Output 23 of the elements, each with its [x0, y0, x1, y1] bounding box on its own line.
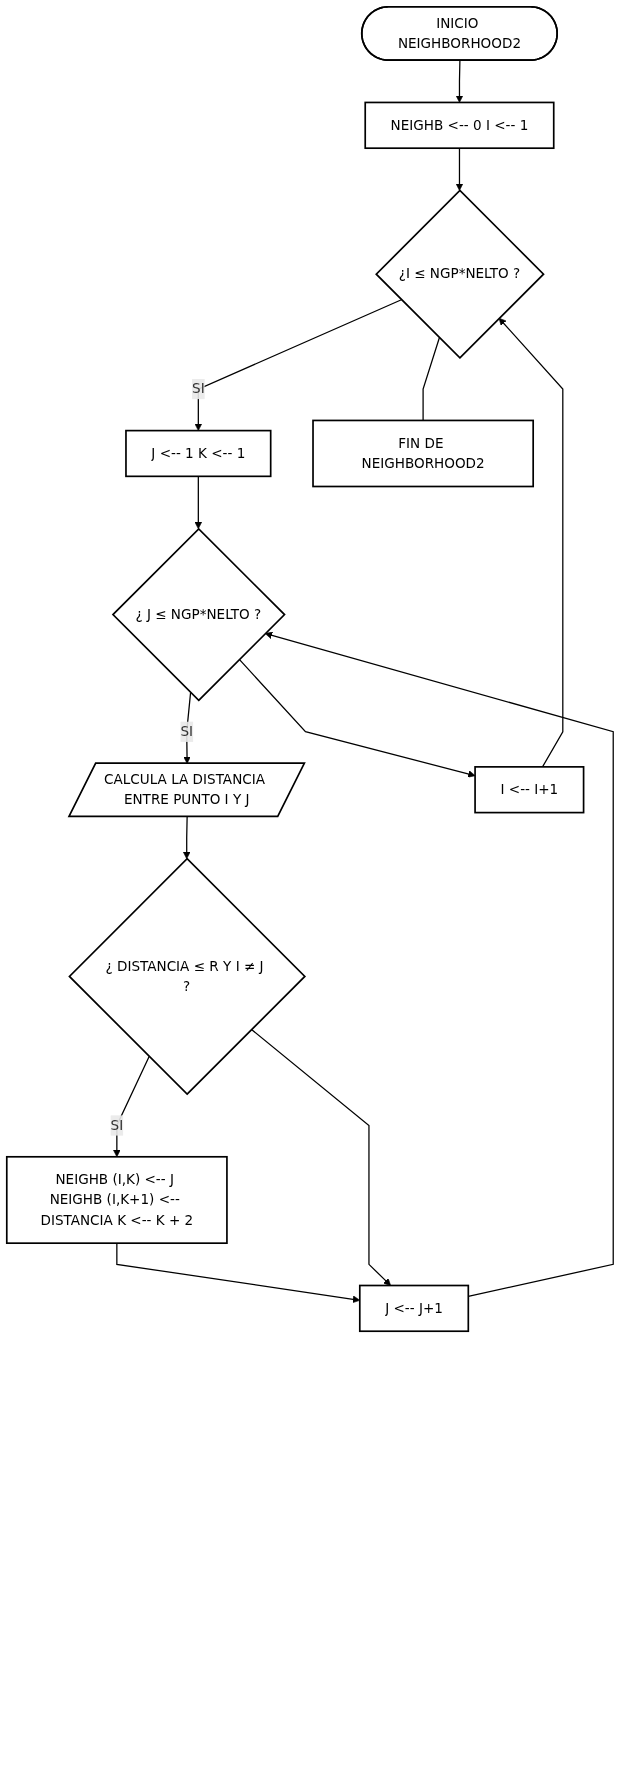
edge-label: SI — [192, 380, 205, 397]
arrow — [455, 147, 464, 191]
arrow — [194, 475, 203, 530]
node-diamond: ¿ J ≤ NGP*NELTO ? — [111, 527, 286, 702]
node-diamond: ¿ DISTANCIA ≤ R Y I ≠ J ? — [68, 857, 307, 1096]
node-box: J <-- 1 K <-- 1 — [125, 429, 272, 478]
arrow — [194, 299, 403, 431]
node-box: NEIGHB <-- 0 I <-- 1 — [364, 101, 555, 150]
arrow — [264, 631, 614, 1297]
arrow — [498, 317, 564, 768]
arrow — [183, 816, 191, 860]
arrow — [238, 658, 476, 778]
node-box: NEIGHB (I,K) <-- J NEIGHB (I,K+1) <-- DISTANCIA K <-- K + 2 — [5, 1155, 228, 1244]
edge-label: SI — [180, 723, 194, 740]
edge-label: SI — [110, 1117, 124, 1134]
node-box: I <-- I+1 — [474, 766, 585, 814]
connector — [422, 337, 440, 422]
node-box: J <-- J+1 — [358, 1284, 470, 1333]
node-box: FIN DE NEIGHBORHOOD2 — [312, 419, 534, 488]
node-diamond: ¿I ≤ NGP*NELTO ? — [375, 189, 545, 359]
arrow — [113, 1055, 150, 1158]
arrow — [455, 59, 464, 103]
arrow — [250, 1028, 391, 1286]
